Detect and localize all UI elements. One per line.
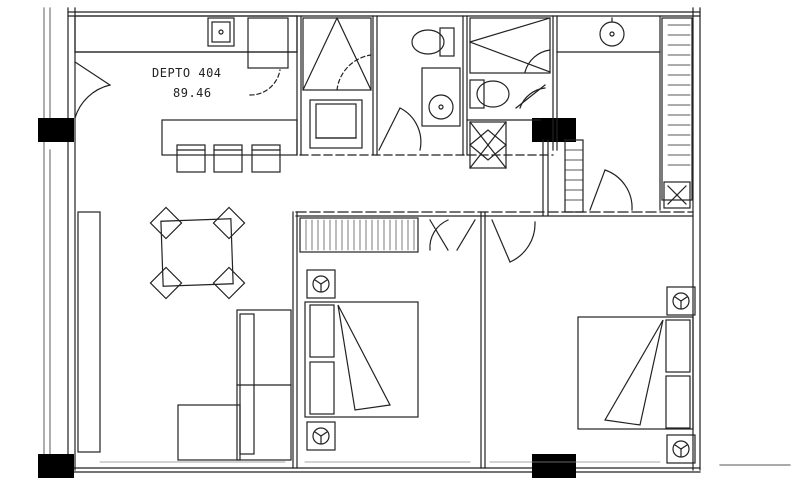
structural-columns bbox=[38, 118, 576, 478]
washing-machine bbox=[309, 99, 363, 149]
closet bbox=[661, 17, 693, 201]
kitchen-island bbox=[161, 119, 298, 156]
laundry-area bbox=[302, 17, 372, 149]
dining-chair bbox=[149, 206, 183, 240]
shower bbox=[469, 17, 551, 74]
bed bbox=[577, 316, 694, 430]
toilet bbox=[469, 79, 510, 109]
kitchen-sink bbox=[207, 17, 235, 47]
bar-stool bbox=[251, 144, 281, 173]
bathroom-sink-counter bbox=[421, 67, 461, 127]
service-area bbox=[564, 17, 693, 213]
nightstand-lamp bbox=[666, 286, 696, 316]
unit-area: 89.46 bbox=[173, 86, 212, 100]
unit-name: DEPTO 404 bbox=[152, 66, 222, 80]
dining-chair bbox=[212, 206, 246, 240]
stair bbox=[564, 139, 584, 213]
refrigerator bbox=[247, 17, 289, 69]
bar-stool bbox=[213, 144, 243, 173]
bar-stool bbox=[176, 144, 206, 173]
nightstand-lamp bbox=[666, 434, 696, 464]
bed bbox=[304, 301, 419, 418]
nightstand-lamp bbox=[306, 269, 336, 299]
bathroom-1 bbox=[378, 27, 461, 151]
dining-table bbox=[149, 206, 246, 300]
nightstand-lamp bbox=[306, 421, 336, 451]
entry-door bbox=[74, 61, 111, 119]
wardrobe bbox=[299, 217, 419, 253]
sofa bbox=[177, 309, 292, 461]
round-sink bbox=[599, 21, 625, 47]
living-area bbox=[77, 211, 292, 461]
bedroom-1 bbox=[299, 217, 476, 451]
tv-console bbox=[77, 211, 101, 453]
dining-chair bbox=[212, 266, 246, 300]
bathroom-2 bbox=[469, 17, 551, 169]
toilet bbox=[411, 27, 455, 57]
bedroom-2 bbox=[491, 219, 696, 464]
dining-chair bbox=[149, 266, 183, 300]
kitchen bbox=[74, 15, 298, 173]
